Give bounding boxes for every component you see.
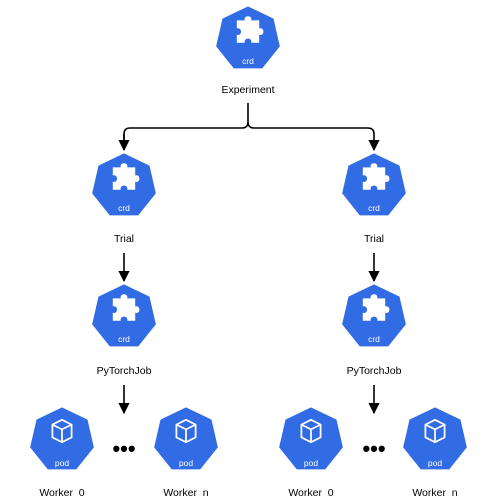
experiment-node[interactable]: crd Experiment [213, 3, 283, 96]
ellipsis-left: ••• [112, 436, 135, 461]
node-label: Trial [364, 233, 384, 245]
ellipsis-right: ••• [362, 436, 385, 461]
worker-n-node-right[interactable]: pod Worker n [400, 404, 470, 499]
trial-node-right[interactable]: crd Trial [339, 150, 409, 245]
node-label: Trial [114, 233, 134, 245]
node-label: Worker 0 [39, 487, 84, 499]
worker-n-node-left[interactable]: pod Worker n [151, 404, 221, 499]
node-kind-badge: pod [179, 458, 193, 468]
node-kind-badge: crd [242, 56, 254, 66]
node-kind-badge: pod [304, 458, 318, 468]
split-connector [123, 103, 374, 150]
node-label: Experiment [221, 84, 274, 96]
node-kind-badge: pod [55, 458, 69, 468]
node-kind-badge: crd [118, 203, 130, 213]
pytorchjob-node-right[interactable]: crd PyTorchJob [339, 281, 409, 377]
node-label: Worker n [412, 487, 457, 499]
node-label: Worker n [163, 487, 208, 499]
node-kind-badge: crd [118, 334, 130, 344]
node-kind-badge: pod [428, 458, 442, 468]
node-label: Worker 0 [288, 487, 333, 499]
node-label: PyTorchJob [347, 365, 402, 377]
connectors [118, 103, 374, 415]
worker-0-node-left[interactable]: pod Worker 0 [27, 404, 97, 499]
node-label: PyTorchJob [97, 365, 152, 377]
worker-0-node-right[interactable]: pod Worker 0 [276, 404, 346, 499]
pytorchjob-node-left[interactable]: crd PyTorchJob [89, 281, 159, 377]
node-kind-badge: crd [368, 334, 380, 344]
node-kind-badge: crd [368, 203, 380, 213]
trial-node-left[interactable]: crd Trial [89, 150, 159, 245]
